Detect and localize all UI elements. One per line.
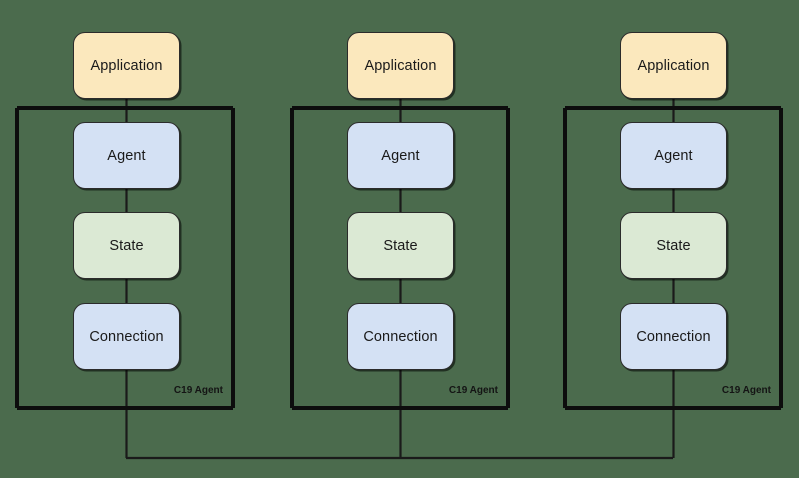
group-label-column-2: C19 Agent (448, 385, 498, 396)
node-connection-column-2[interactable]: Connection (347, 303, 454, 370)
node-agent-column-2[interactable]: Agent (347, 122, 454, 189)
node-state-column-3[interactable]: State (620, 212, 727, 279)
node-application-column-3[interactable]: Application (620, 32, 727, 99)
node-application-column-1[interactable]: Application (73, 32, 180, 99)
node-agent-column-3[interactable]: Agent (620, 122, 727, 189)
node-connection-column-3[interactable]: Connection (620, 303, 727, 370)
node-state-column-2[interactable]: State (347, 212, 454, 279)
node-state-column-1[interactable]: State (73, 212, 180, 279)
node-connection-column-1[interactable]: Connection (73, 303, 180, 370)
node-agent-column-1[interactable]: Agent (73, 122, 180, 189)
node-application-column-2[interactable]: Application (347, 32, 454, 99)
group-label-column-1: C19 Agent (173, 385, 223, 396)
group-label-column-3: C19 Agent (721, 385, 771, 396)
